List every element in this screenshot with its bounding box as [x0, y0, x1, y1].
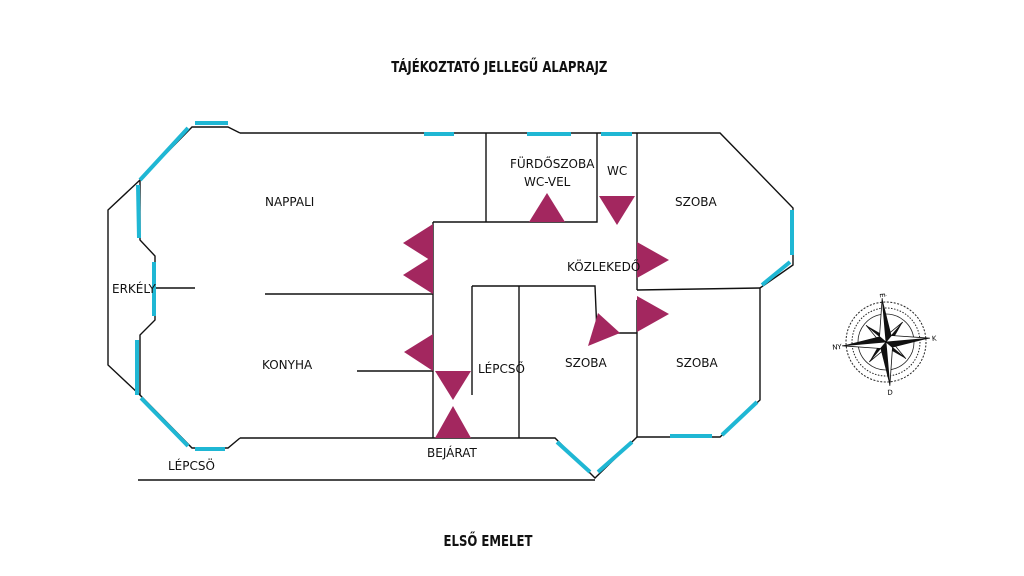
room-label-furdoszoba: FÜRDŐSZOBA [510, 155, 595, 171]
door-lepcso [435, 371, 471, 400]
room-label-bejarat: BEJÁRAT [427, 445, 477, 460]
windows [135, 121, 794, 474]
door-bejarat [435, 406, 471, 438]
room-label-szoba-se: SZOBA [676, 356, 719, 370]
room-label-lepcso-inner: LÉPCSŐ [478, 361, 525, 376]
room-label-konyha: KONYHA [262, 358, 313, 372]
floor-label: ELSŐ EMELET [443, 532, 533, 550]
walls [107, 126, 794, 481]
doors [403, 193, 669, 438]
room-label-erkely: ERKÉLY [112, 281, 156, 296]
door-nappali-2 [403, 256, 433, 294]
room-label-lepcso-outer: LÉPCSÖ [168, 457, 215, 473]
door-wc [599, 196, 635, 225]
plan-title: TÁJÉKOZTATÓ JELLEGŰ ALAPRAJZ [391, 58, 608, 76]
room-label-wc: WC [607, 164, 627, 178]
compass-rose-icon: É D K NY [832, 293, 938, 397]
door-konyha [404, 334, 433, 371]
room-label-nappali: NAPPALI [265, 195, 314, 209]
door-szoba-ne [637, 242, 669, 278]
room-label-kozlekedo: KÖZLEKEDŐ [567, 258, 640, 274]
compass-north: É [878, 293, 887, 298]
compass-east: K [932, 335, 938, 343]
compass-south: D [887, 389, 893, 397]
door-furdo [529, 193, 565, 222]
room-label-szoba-mid: SZOBA [565, 356, 608, 370]
compass-west: NY [832, 343, 843, 352]
room-label-furdoszoba-wc: WC-VEL [524, 175, 571, 189]
door-szoba-mid [588, 313, 620, 346]
door-nappali-1 [403, 224, 433, 262]
room-label-szoba-ne: SZOBA [675, 195, 718, 209]
door-szoba-se [637, 296, 669, 332]
